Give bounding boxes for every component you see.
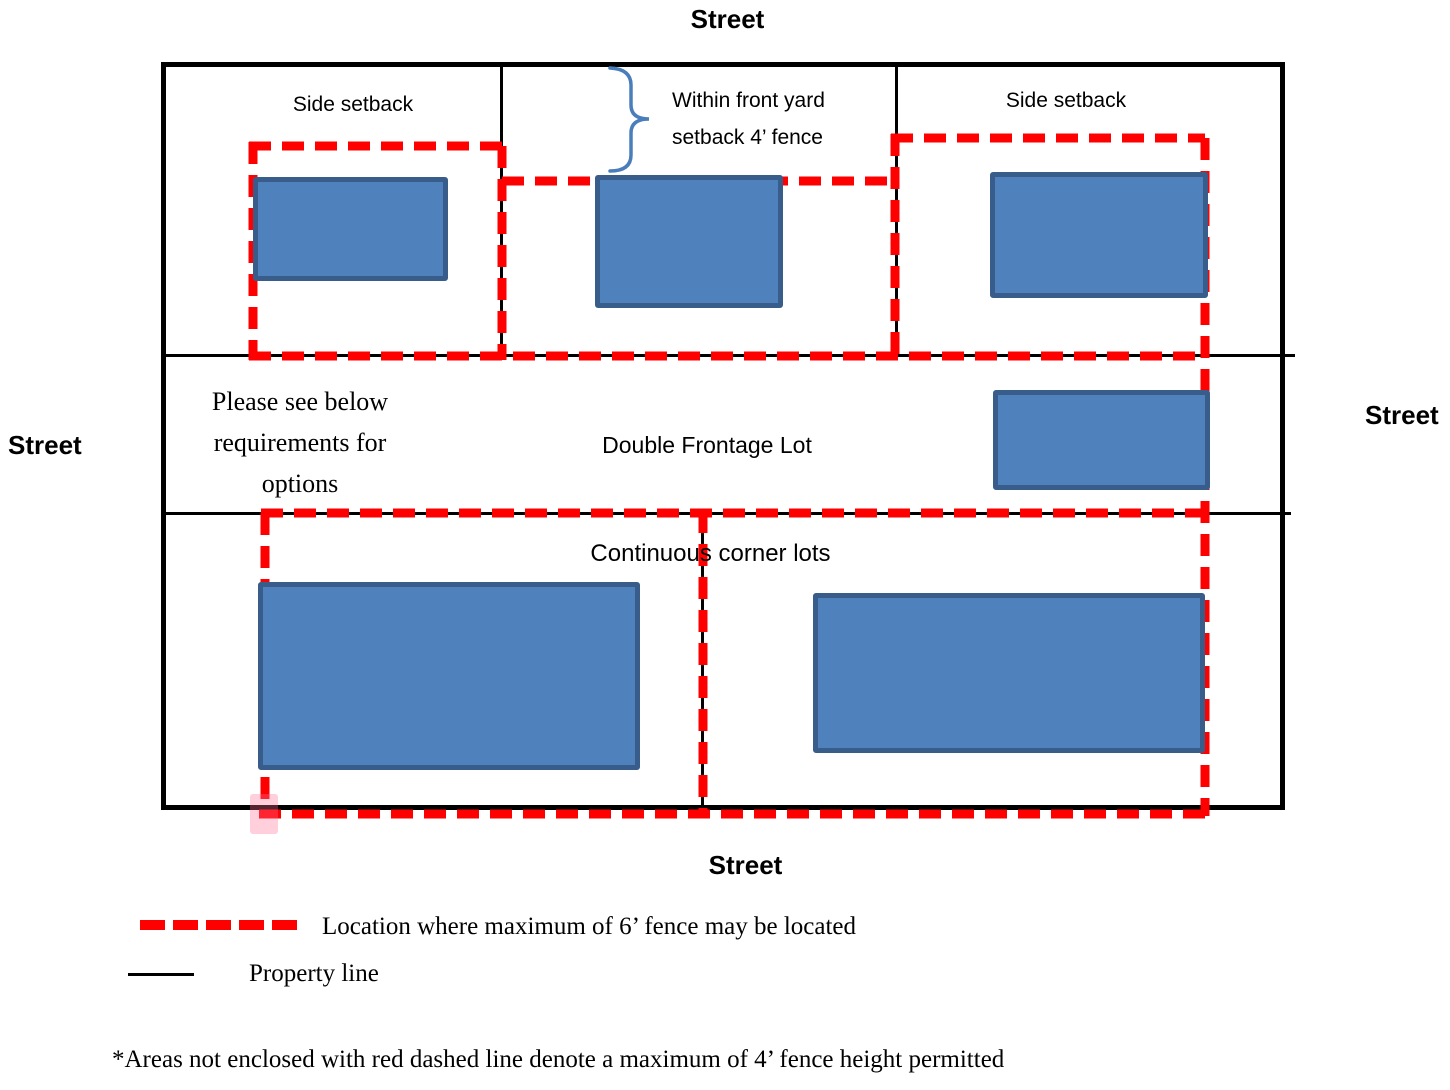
footnote: *Areas not enclosed with red dashed line… (112, 1046, 1005, 1073)
property-line-horizontal-2 (163, 512, 1291, 515)
legend-fence-dash-sample (140, 920, 298, 930)
front-yard-fence-label: Within front yard setback 4’ fence (672, 89, 825, 150)
legend-fence-label: Location where maximum of 6’ fence may b… (322, 913, 857, 940)
front-yard-fence-label-line1: Within front yard (672, 89, 825, 112)
building-top-right (990, 172, 1208, 298)
property-line-top-vertical-1 (500, 64, 503, 356)
street-label-left: Street (8, 430, 82, 460)
building-top-middle (595, 175, 783, 308)
double-frontage-label: Double Frontage Lot (602, 432, 812, 458)
double-frontage-note-line1: Please see below (211, 387, 389, 416)
street-label-right: Street (1365, 400, 1439, 430)
building-top-left (253, 177, 448, 281)
legend-property-line-sample (128, 973, 194, 976)
street-label-bottom: Street (708, 850, 783, 880)
stray-pink-mark (250, 794, 278, 834)
property-line-horizontal-1 (163, 354, 1295, 357)
side-setback-right-label: Side setback (1005, 89, 1127, 112)
building-bottom-right (813, 593, 1205, 753)
continuous-corner-label: Continuous corner lots (590, 540, 831, 567)
side-setback-left-label: Side setback (292, 93, 414, 116)
building-double-frontage (993, 390, 1210, 490)
building-bottom-left (258, 582, 640, 770)
double-frontage-note-line2: requirements for (213, 428, 387, 457)
street-label-top: Street (690, 4, 765, 34)
double-frontage-note: Please see below requirements for option… (165, 381, 435, 504)
double-frontage-note-line3: options (261, 469, 339, 498)
front-yard-fence-label-line2: setback 4’ fence (672, 126, 823, 149)
property-block-outline (161, 62, 1285, 810)
property-line-top-vertical-2 (895, 64, 898, 356)
legend-property-label: Property line (249, 960, 379, 987)
